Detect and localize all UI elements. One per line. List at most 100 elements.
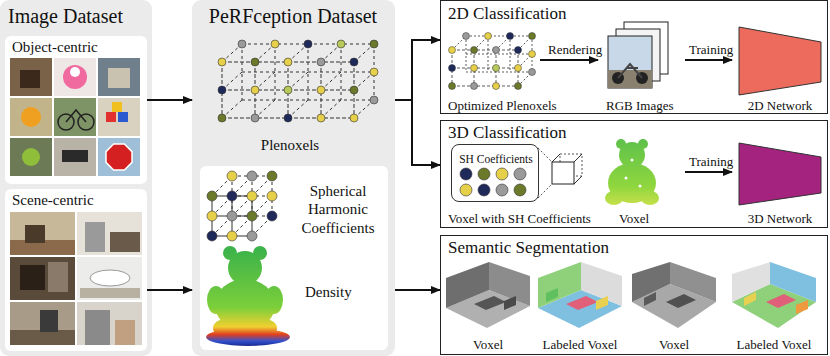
voxel-teddy-part <box>641 191 659 205</box>
density-teddy-part <box>228 251 262 285</box>
arrow-label: Training <box>689 42 733 57</box>
plenoxel-lattice-part <box>251 86 259 94</box>
object-photos <box>10 58 140 176</box>
flow-arrows <box>540 60 732 172</box>
sh-cube-part <box>212 176 272 236</box>
object-photos-part <box>106 144 132 170</box>
text-holder: Optimized Plenoxels <box>448 96 557 114</box>
small-plenoxels-part <box>515 47 522 54</box>
sh-coefficient-dots <box>460 168 526 196</box>
small-plenoxels-part <box>452 50 518 86</box>
voxel-scene <box>632 262 716 328</box>
scene-photos <box>10 212 142 345</box>
voxel-cube-part <box>552 162 574 184</box>
text-holder: Labeled Voxel <box>543 335 618 353</box>
scene-photos-part <box>90 270 130 286</box>
voxel-scene <box>446 262 530 328</box>
plenoxel-lattice-part <box>284 86 292 94</box>
text-holder: 2D Classification <box>448 4 567 24</box>
object-photos-part <box>62 150 88 162</box>
voxel-cube-part <box>538 148 552 198</box>
object-photos-part <box>66 110 86 122</box>
connector-arrow <box>395 100 440 165</box>
voxel-teddy-part <box>619 142 645 168</box>
density-teddy <box>206 246 290 346</box>
plenoxel-lattice-part <box>238 40 246 48</box>
plenoxel-lattice-part <box>284 58 292 66</box>
sh-cube-part <box>267 171 277 181</box>
sh-cube-part <box>247 191 257 201</box>
figure-label: Labeled Voxel <box>543 337 618 352</box>
scene-photos-part <box>10 257 75 300</box>
text-holder: SH Coefficients <box>459 149 533 167</box>
text-holder: Object-centric <box>12 38 98 56</box>
voxel-scene-part <box>666 294 696 308</box>
scene-photos-part <box>48 262 68 292</box>
object-photos-part <box>112 102 122 112</box>
text-holder: Image Dataset <box>8 5 123 28</box>
small-plenoxels-part <box>493 65 500 72</box>
arrow-label: Rendering <box>548 42 602 57</box>
density-teddy-part <box>253 319 277 337</box>
labeled-voxel-scene-part <box>566 296 598 310</box>
plenoxel-lattice-part <box>251 58 259 66</box>
task-title: 2D Classification <box>448 4 567 23</box>
sh-cube-part <box>227 231 237 241</box>
flow-arrows-part <box>685 59 732 61</box>
scene-photos-part <box>40 310 58 332</box>
scene-photos-part <box>77 257 142 300</box>
voxel-cube-part <box>552 154 582 184</box>
task-title: Semantic Segmentation <box>448 238 609 257</box>
sh-cube-part <box>212 196 252 236</box>
text-holder: Training <box>689 40 733 58</box>
text-holder: Voxel <box>619 209 649 227</box>
plenoxel-lattice <box>218 40 378 122</box>
small-plenoxels-part <box>515 83 522 90</box>
figure-label: Voxel with SH Coefficients <box>448 211 591 226</box>
small-plenoxels-part <box>529 69 536 76</box>
scene-photos-part <box>85 222 105 252</box>
small-plenoxels-part <box>463 33 470 40</box>
text-holder: Voxel <box>473 335 503 353</box>
group-title: Scene-centric <box>12 192 94 208</box>
plenoxel-lattice-part <box>222 62 354 118</box>
object-photos-part <box>118 112 128 122</box>
arrow-label: Training <box>689 154 733 169</box>
object-photos-part <box>54 138 96 176</box>
connector-arrow <box>147 99 192 101</box>
rgb-images-part <box>608 36 652 88</box>
flow-arrows-part <box>685 171 732 173</box>
object-photos-part <box>54 98 96 136</box>
sh-coefficient-dots-part <box>514 168 526 180</box>
panel-title: Image Dataset <box>8 5 123 27</box>
small-plenoxels-part <box>507 33 514 40</box>
sh-cube <box>207 171 277 241</box>
scene-photos-part <box>77 302 142 345</box>
connector-arrow <box>395 40 440 100</box>
object-photos-part <box>63 65 87 89</box>
network-trapezoid <box>739 27 821 95</box>
small-plenoxels-part <box>529 51 536 58</box>
plenoxel-lattice-part <box>350 114 358 122</box>
voxel-scene-part <box>670 262 716 302</box>
object-photos-part <box>10 138 52 176</box>
plenoxel-lattice-part <box>337 40 345 48</box>
voxel-cube <box>538 148 582 198</box>
small-plenoxels-part <box>449 83 456 90</box>
voxel-teddy <box>605 139 659 205</box>
sh-coefficient-dots-part <box>460 168 472 180</box>
text-holder: RGB Images <box>606 96 674 114</box>
figure-label: Plenoxels <box>261 137 319 153</box>
small-plenoxels-part <box>493 83 500 90</box>
scene-photos-part <box>10 302 75 345</box>
sh-cube-part <box>227 211 237 221</box>
text-holder: 2D Network <box>748 96 813 114</box>
labeled-voxel-scene <box>732 262 816 328</box>
sh-cube-part <box>267 211 277 221</box>
network-shape: 3D Network <box>736 139 826 227</box>
plenoxel-lattice-part <box>304 40 312 48</box>
labeled-voxel-scene-part <box>596 296 608 310</box>
labeled-voxel-scene-part <box>796 300 808 314</box>
sh-coefficient-dots-part <box>514 184 526 196</box>
